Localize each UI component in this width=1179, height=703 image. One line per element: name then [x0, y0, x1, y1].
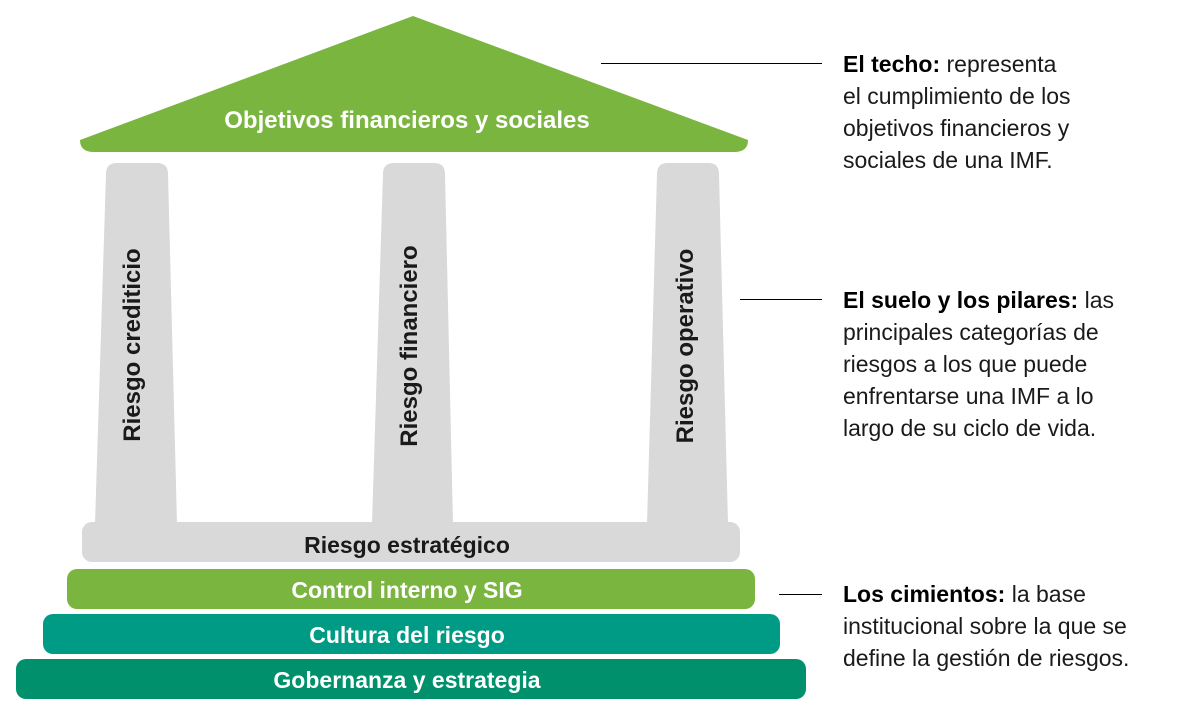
pillar-credit — [95, 163, 177, 524]
pillar-operational — [647, 163, 728, 524]
annotation-foundations: Los cimientos: la base institucional sob… — [843, 578, 1177, 674]
pillar-financial — [372, 163, 453, 524]
annotation-roof-body: representa el cumplimiento de los objeti… — [843, 51, 1071, 173]
annotation-pillars: El suelo y los pilares: las principales … — [843, 284, 1173, 444]
foundation-governance — [16, 659, 806, 699]
annotation-pillars-body: las principales categorías de riesgos a … — [843, 287, 1114, 441]
floor-bar — [82, 522, 740, 562]
foundation-control-label: Control interno y SIG — [291, 577, 522, 603]
annotation-roof-title: El techo: — [843, 51, 941, 77]
pillar-credit-label: Riesgo crediticio — [119, 248, 146, 441]
roof-triangle — [80, 16, 748, 152]
leader-line-pillars — [740, 299, 822, 300]
annotation-pillars-title: El suelo y los pilares: — [843, 287, 1079, 313]
annotation-roof: El techo: representa el cumplimiento de … — [843, 48, 1173, 176]
leader-line-foundations — [779, 594, 822, 595]
pillar-financial-label: Riesgo financiero — [396, 245, 423, 446]
foundation-culture-label: Cultura del riesgo — [309, 622, 505, 648]
annotation-foundations-body: la base institucional sobre la que se de… — [843, 581, 1130, 671]
foundation-control — [67, 569, 755, 609]
roof-label: Objetivos financieros y sociales — [224, 107, 589, 134]
foundation-governance-label: Gobernanza y estrategia — [273, 667, 540, 693]
annotation-foundations-title: Los cimientos: — [843, 581, 1006, 607]
foundation-culture — [43, 614, 780, 654]
floor-label: Riesgo estratégico — [304, 532, 510, 558]
leader-line-roof — [601, 63, 822, 64]
pillar-operational-label: Riesgo operativo — [672, 249, 699, 444]
